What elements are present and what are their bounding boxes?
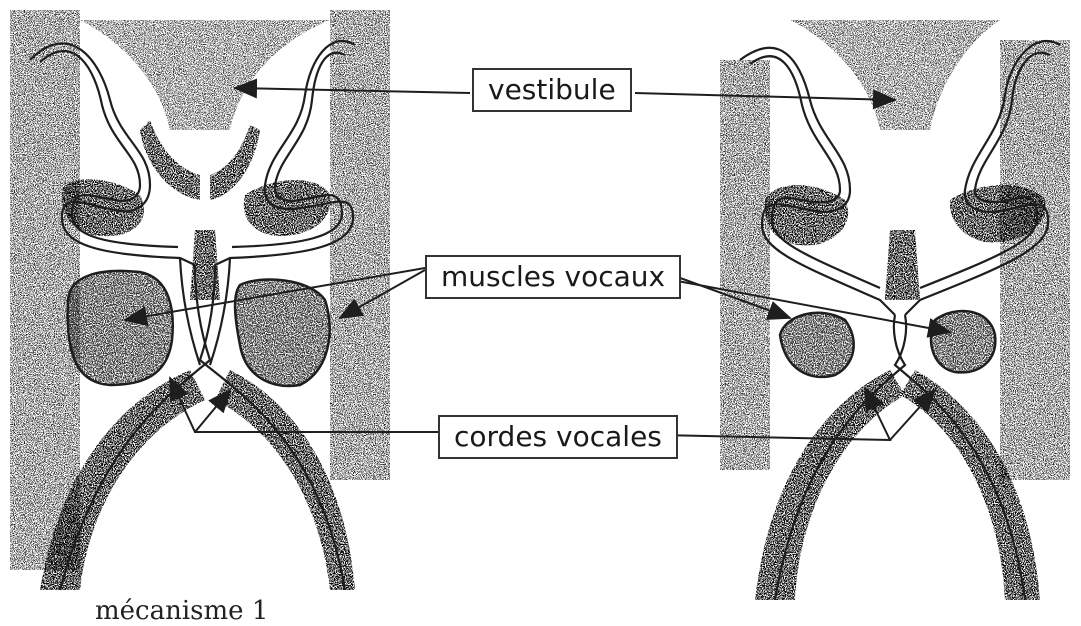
label-muscles-vocaux: muscles vocaux xyxy=(425,255,681,299)
caption-left: mécanisme 1 xyxy=(95,596,268,626)
label-cordes-vocales: cordes vocales xyxy=(438,415,678,459)
left-larynx xyxy=(10,10,390,590)
right-larynx xyxy=(720,20,1070,600)
cord-arrow-left-1 xyxy=(170,378,440,432)
label-vestibule: vestibule xyxy=(472,68,632,112)
